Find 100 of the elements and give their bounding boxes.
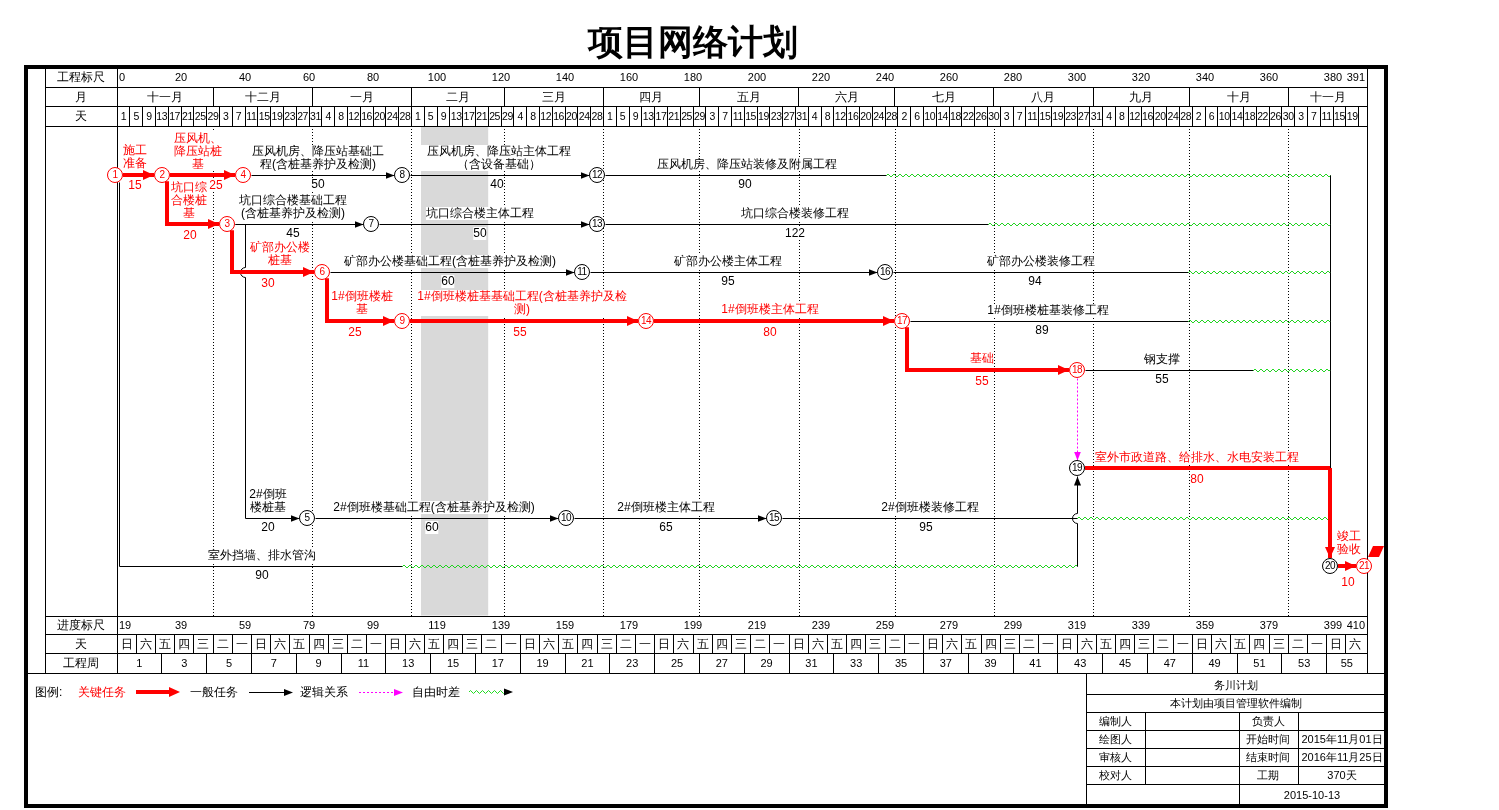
day-number: 22 [962, 109, 974, 123]
weekday-label: 四 [715, 637, 728, 650]
scale-number: 39 [174, 618, 188, 632]
event-circle: 6 [314, 264, 330, 280]
arrow [574, 515, 767, 522]
week-number: 35 [894, 656, 908, 670]
day-number: 25 [194, 109, 206, 123]
duration-label: 90 [255, 569, 269, 582]
day-number: 10 [924, 109, 936, 123]
day-number: 14 [1231, 109, 1243, 123]
week-number: 17 [491, 656, 504, 670]
week-number: 19 [536, 656, 549, 670]
weekday-label: 五 [1234, 637, 1247, 650]
duration-label: 65 [659, 521, 673, 534]
day-number: 31 [1090, 109, 1102, 123]
month-label: 十二月 [244, 90, 281, 103]
row-header: 工程周 [63, 656, 99, 670]
day-number: 8 [530, 109, 536, 123]
activity-label: 竣工验收 [1336, 530, 1362, 556]
day-number: 25 [681, 109, 693, 123]
weekday-label: 日 [1195, 637, 1208, 650]
week-number: 29 [760, 656, 773, 670]
day-number: 30 [1282, 109, 1294, 123]
day-number: 16 [553, 109, 565, 123]
trunk-line [1328, 468, 1332, 518]
field-label: 绘图人 [1098, 732, 1132, 746]
duration-label: 80 [1190, 473, 1204, 486]
trunk-line [1330, 224, 1331, 273]
duration-label: 30 [261, 277, 275, 290]
scale-number: 80 [366, 70, 380, 84]
activity-label: 矿部办公楼主体工程 [674, 255, 782, 268]
duration-label: 50 [311, 178, 325, 191]
week-number: 55 [1340, 656, 1353, 670]
arrow [325, 278, 394, 326]
day-number: 12 [348, 109, 360, 123]
plan-name: 务川计划 [1214, 678, 1258, 692]
scale-number: 119 [428, 618, 446, 632]
day-number: 4 [325, 109, 331, 123]
field-label: 结束时间 [1246, 750, 1290, 764]
event-circle: 18 [1069, 362, 1085, 378]
scale-number: 159 [555, 618, 575, 632]
scale-number: 380 [1323, 70, 1343, 84]
day-number: 20 [565, 109, 577, 123]
day-number: 16 [1141, 109, 1153, 123]
activity-label: 2#倒班楼桩基 [248, 488, 288, 514]
day-number: 5 [427, 109, 434, 123]
row-header: 天 [75, 637, 87, 650]
field-label: 负责人 [1251, 714, 1285, 728]
duration-label: 55 [513, 326, 527, 339]
trunk-line [1330, 272, 1331, 322]
legend-label: 关键任务 [78, 685, 126, 699]
weekday-label: 二 [619, 637, 632, 650]
day-number: 7 [235, 109, 242, 123]
duration-label: 60 [441, 275, 455, 288]
week-number: 53 [1298, 656, 1311, 670]
weekday-label: 六 [811, 637, 824, 650]
duration-label: 45 [286, 227, 300, 240]
day-number: 27 [783, 109, 795, 123]
trunk-line [1330, 175, 1331, 225]
scale-number: 179 [619, 618, 639, 632]
day-number: 23 [284, 109, 296, 123]
day-number: 11 [246, 109, 257, 123]
row-header: 月 [75, 90, 87, 103]
activity-label: 2#倒班楼主体工程 [617, 501, 715, 514]
field-label: 开始时间 [1246, 732, 1290, 746]
connector-line [605, 222, 1331, 227]
diagram-title: 项目网络计划 [588, 22, 798, 62]
event-circle: 12 [589, 167, 605, 183]
day-number: 4 [1106, 109, 1112, 123]
weekday-label: 二 [1157, 637, 1170, 650]
weekday-label: 日 [389, 637, 402, 650]
scale-number: 340 [1195, 70, 1215, 84]
day-number: 14 [937, 109, 949, 123]
day-number: 16 [361, 109, 373, 123]
duration-label: 55 [975, 375, 989, 388]
weekday-label: 六 [677, 637, 690, 650]
week-number: 25 [670, 656, 684, 670]
arrow [170, 170, 235, 180]
day-number: 16 [847, 109, 859, 123]
month-label: 九月 [1129, 90, 1153, 103]
day-number: 19 [1052, 109, 1064, 123]
arrow [654, 316, 894, 326]
event-circle: 15 [766, 510, 782, 526]
month-label: 二月 [445, 90, 470, 103]
weekday-label: 五 [831, 637, 843, 650]
activity-label: 基础 [970, 352, 994, 365]
activity-label: 矿部办公楼桩基 [250, 241, 310, 267]
day-number: 22 [1257, 109, 1269, 123]
weekday-label: 六 [408, 637, 421, 650]
duration-label: 95 [919, 521, 933, 534]
legend-heading: 图例: [35, 685, 63, 699]
duration-label: 55 [1155, 373, 1169, 386]
day-number: 21 [668, 109, 680, 123]
day-number: 9 [440, 109, 447, 123]
day-number: 17 [655, 109, 667, 123]
month-label: 三月 [541, 90, 566, 103]
day-number: 21 [476, 109, 488, 123]
duration-label: 60 [425, 521, 439, 534]
arrow [315, 515, 559, 522]
arrow [230, 230, 314, 277]
